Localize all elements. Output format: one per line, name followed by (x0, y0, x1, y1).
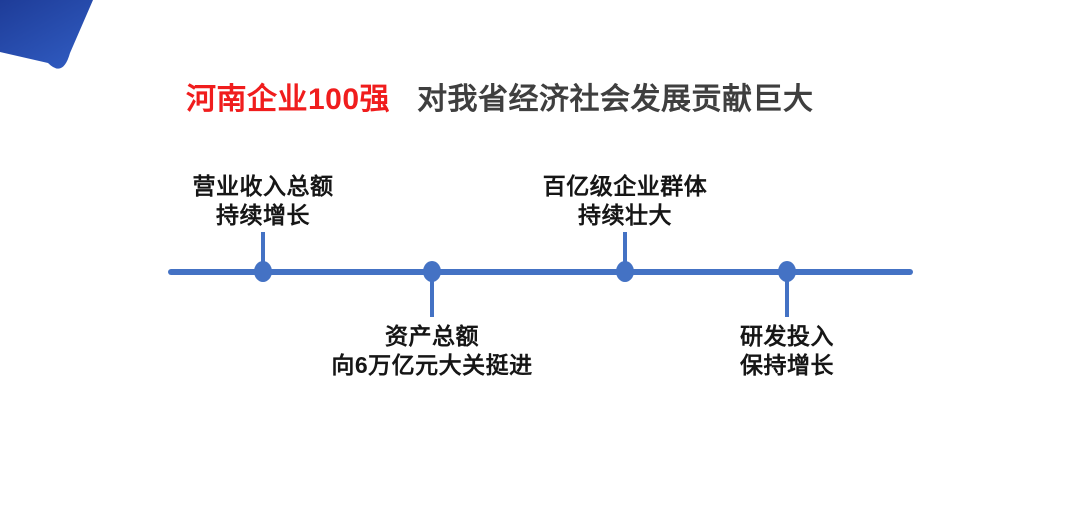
title-rest: 对我省经济社会发展贡献巨大 (417, 83, 814, 116)
milestone-label-line2: 持续壮大 (578, 202, 672, 228)
connector-line (785, 278, 789, 317)
timeline-dot (423, 261, 441, 282)
milestone-label: 营业收入总额 持续增长 (193, 172, 334, 230)
timeline-dot (616, 261, 634, 282)
milestone-label: 百亿级企业群体 持续壮大 (543, 172, 708, 230)
milestone-label: 资产总额 向6万亿元大关挺进 (331, 322, 532, 380)
milestone-label-line2: 持续增长 (216, 202, 310, 228)
milestone-label-line1: 研发投入 (740, 323, 834, 349)
connector-line (623, 232, 627, 266)
timeline-dot (778, 261, 796, 282)
milestone-label: 研发投入 保持增长 (740, 322, 834, 380)
page-title: 河南企业100强对我省经济社会发展贡献巨大 (186, 74, 814, 118)
connector-line (261, 232, 265, 266)
connector-line (430, 278, 434, 317)
timeline-axis (168, 269, 913, 275)
milestone-label-line2: 向6万亿元大关挺进 (331, 352, 533, 378)
milestone-label-line1: 资产总额 (384, 323, 479, 349)
milestone-label-line1: 百亿级企业群体 (542, 173, 708, 199)
title-highlight: 河南企业100强 (186, 83, 391, 116)
timeline-dot (254, 261, 272, 282)
milestone-label-line2: 保持增长 (740, 352, 834, 378)
milestone-label-line1: 营业收入总额 (192, 173, 334, 199)
corner-decoration-icon (0, 0, 93, 69)
